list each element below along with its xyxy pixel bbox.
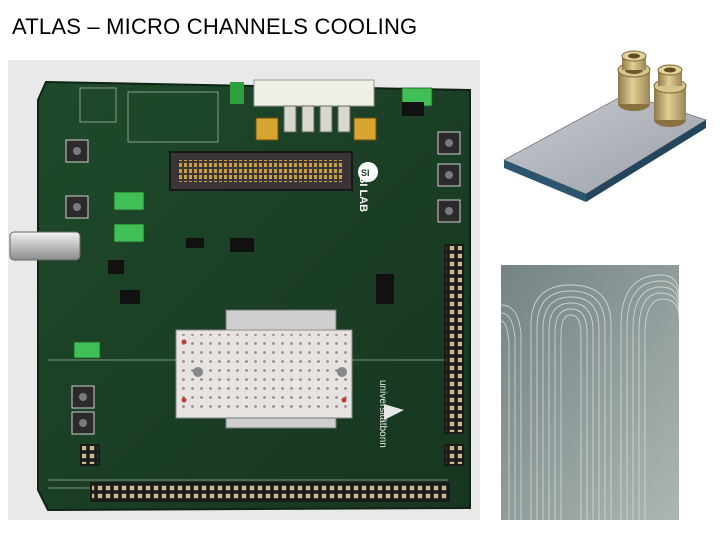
slide-title: ATLAS – MICRO CHANNELS COOLING <box>12 14 418 39</box>
svg-text:SI: SI <box>361 168 370 178</box>
university-text: universitätbonn <box>377 380 388 448</box>
cooling-plate-render <box>500 40 710 210</box>
micro-channels-photo <box>501 265 679 520</box>
board-logo-text: SI LAB <box>357 176 369 212</box>
pcb-board-photo: SI SI LAB <box>8 60 480 520</box>
